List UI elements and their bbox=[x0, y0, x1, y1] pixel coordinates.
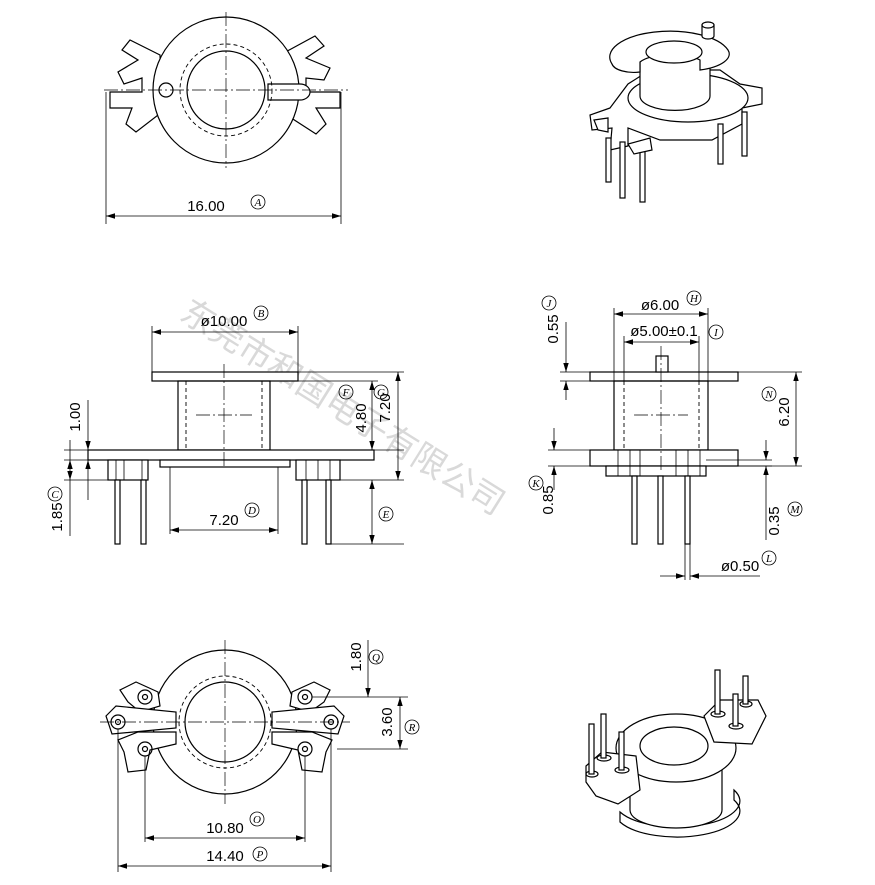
dim-A-tag: A bbox=[254, 197, 262, 209]
dim-N-tag: N bbox=[764, 389, 773, 401]
dim-G-value: 7.20 bbox=[377, 393, 394, 422]
top-view-left-tabs bbox=[109, 39, 163, 133]
top-view: 16.00 A bbox=[104, 12, 348, 224]
dim-O-value: 10.80 bbox=[206, 820, 244, 837]
dim-E-tag: E bbox=[382, 509, 390, 521]
dim-I-tag: I bbox=[713, 327, 719, 339]
dim-P-tag: P bbox=[256, 849, 264, 861]
isometric-view-bottom bbox=[585, 669, 767, 838]
dim-L-value: ø0.50 bbox=[721, 558, 759, 575]
dim-R-tag: R bbox=[408, 722, 416, 734]
wire-slot bbox=[267, 83, 311, 101]
dim-P-value: 14.40 bbox=[206, 848, 244, 865]
dim-O-tag: O bbox=[253, 814, 261, 826]
dim-G-tag: G bbox=[377, 387, 385, 399]
dim-C2-value: 1.00 bbox=[67, 402, 84, 431]
dim-R-value: 3.60 bbox=[379, 707, 396, 736]
dim-C-tag: C bbox=[51, 489, 59, 501]
dim-J-tag: J bbox=[547, 298, 553, 310]
dim-K-tag: K bbox=[531, 478, 540, 490]
dim-J-value: 0.55 bbox=[545, 314, 562, 343]
bottom-view: 1.80 Q 3.60 R 10.80 O 14.40 P bbox=[100, 640, 420, 872]
side-top-flange bbox=[589, 371, 739, 382]
dim-Q-value: 1.80 bbox=[348, 642, 365, 671]
front-top-flange bbox=[151, 371, 299, 382]
dim-C-value: 1.85 bbox=[49, 502, 66, 531]
dim-H-value: ø6.00 bbox=[641, 297, 679, 314]
dim-A-value: 16.00 bbox=[187, 198, 225, 215]
dim-Q-tag: Q bbox=[372, 652, 380, 664]
dim-F-tag: F bbox=[342, 387, 350, 399]
isometric-view-top bbox=[589, 21, 763, 203]
dim-N-value: 6.20 bbox=[776, 397, 793, 426]
dim-D-tag: D bbox=[247, 505, 256, 517]
dim-B-tag: B bbox=[258, 308, 265, 320]
dim-H-tag: H bbox=[689, 293, 699, 305]
dim-F-value: 4.80 bbox=[353, 403, 370, 432]
dim-M-value: 0.35 bbox=[766, 506, 783, 535]
dim-I-value: ø5.00±0.1 bbox=[630, 323, 697, 340]
dim-L-tag: L bbox=[765, 553, 772, 565]
dim-D-value: 7.20 bbox=[209, 512, 238, 529]
front-view: ø10.00 B 4.80 F 7.20 G E 7.20 D 1.0 bbox=[47, 305, 404, 545]
dim-K-value: 0.85 bbox=[540, 485, 557, 514]
side-view: ø6.00 H ø5.00±0.1 I 0.55 J 0.85 K 6.20 N bbox=[528, 290, 803, 580]
dim-M-tag: M bbox=[789, 504, 800, 516]
dim-B-value: ø10.00 bbox=[201, 313, 248, 330]
